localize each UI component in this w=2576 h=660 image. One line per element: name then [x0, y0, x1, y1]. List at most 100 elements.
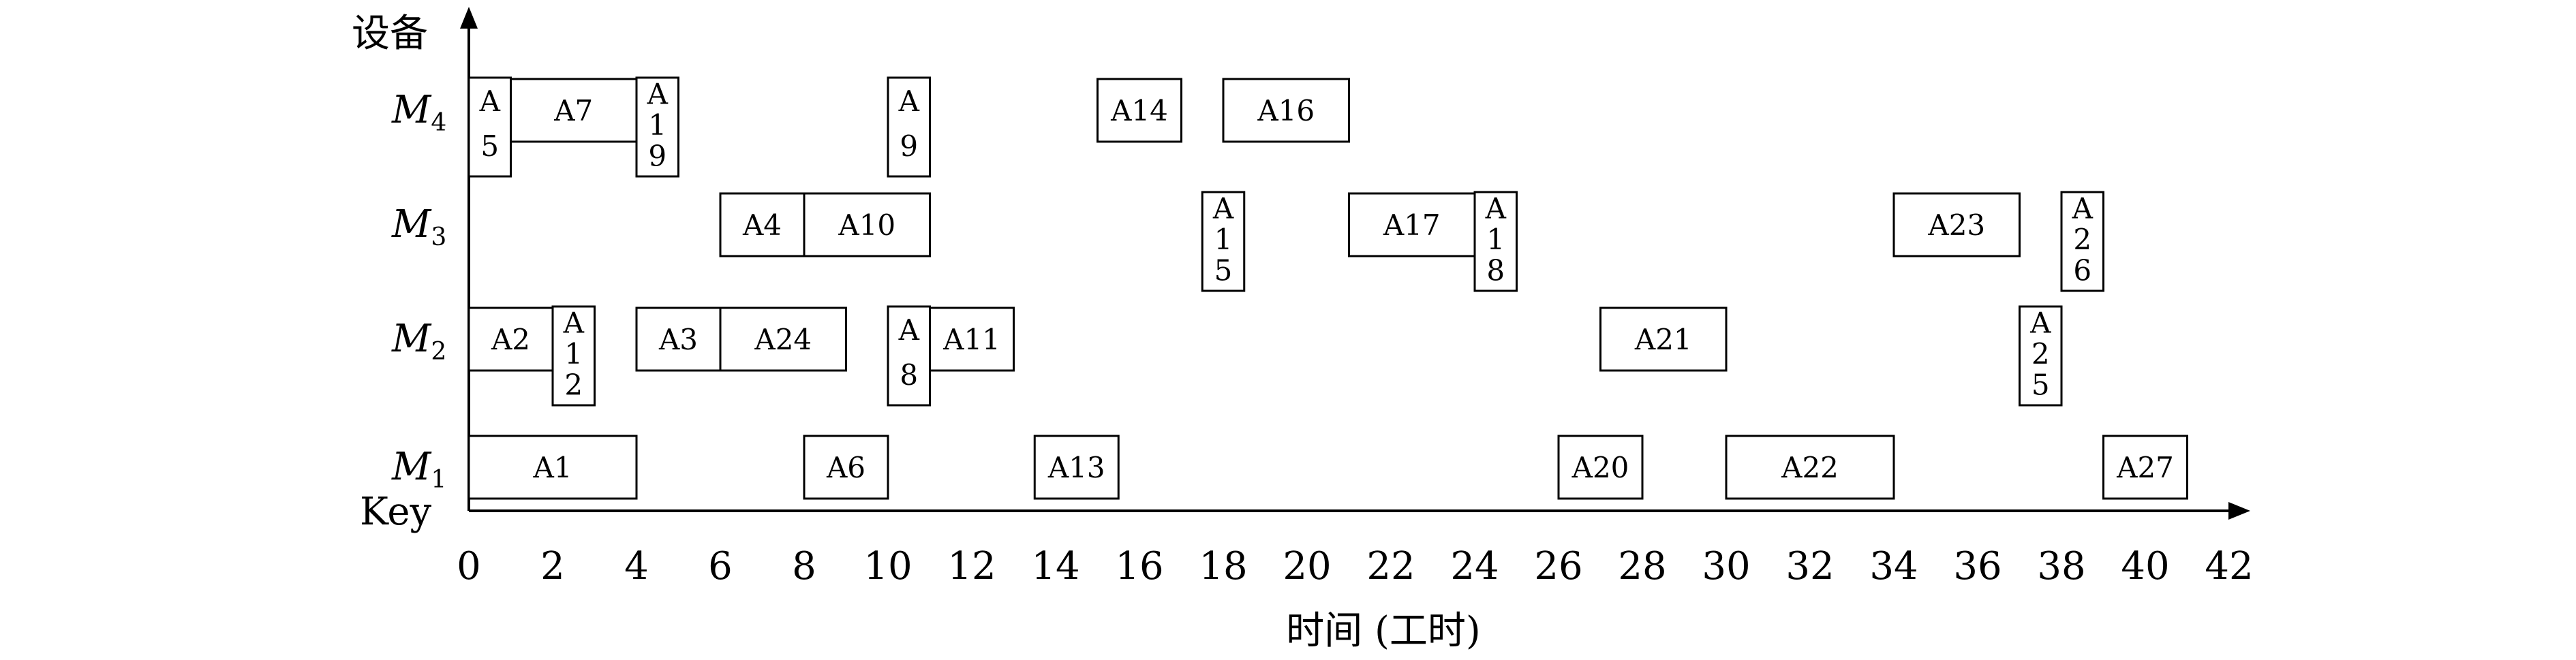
- task-a17: A17: [1348, 192, 1476, 257]
- task-a22: A22: [1725, 435, 1895, 500]
- machine-label-1: M1: [391, 445, 446, 494]
- x-tick-label-14: 14: [1031, 544, 1079, 588]
- x-tick-label-10: 10: [863, 544, 912, 588]
- task-a4: A4: [719, 192, 806, 257]
- task-label: A24: [754, 323, 812, 356]
- task-bar: [551, 305, 596, 407]
- task-a6: A6: [803, 435, 889, 500]
- task-bar: [719, 307, 847, 372]
- task-a23: A23: [1892, 192, 2021, 257]
- task-label: A13: [1047, 451, 1105, 484]
- task-bar: [887, 76, 931, 178]
- task-bar: [467, 435, 638, 500]
- task-a10: A10: [803, 192, 931, 257]
- task-bar: [2060, 191, 2104, 292]
- task-a21: A21: [1599, 307, 1728, 372]
- x-tick-label-38: 38: [2037, 544, 2085, 588]
- task-a20: A20: [1557, 435, 1644, 500]
- task-bar: [1557, 435, 1644, 500]
- task-a11: A11: [929, 307, 1015, 372]
- task-bar: [1473, 191, 1518, 292]
- task-bar: [510, 78, 638, 143]
- x-tick-label-26: 26: [1534, 544, 1582, 588]
- machine-label-2: M2: [391, 317, 446, 366]
- task-a16: A16: [1222, 78, 1350, 143]
- machine-label-3: M3: [391, 202, 446, 251]
- task-label: A7: [553, 94, 593, 127]
- task-bar: [1599, 307, 1728, 372]
- x-tick-label-40: 40: [2121, 544, 2169, 588]
- task-bar: [929, 307, 1015, 372]
- x-tick-label-36: 36: [1953, 544, 2002, 588]
- x-tick-label-12: 12: [947, 544, 996, 588]
- x-tick-label-30: 30: [1702, 544, 1750, 588]
- task-bar: [1725, 435, 1895, 500]
- task-label: A16: [1257, 94, 1315, 127]
- task-bar: [803, 192, 931, 257]
- x-axis-arrow: [2228, 502, 2250, 520]
- y-axis-arrow: [460, 7, 478, 29]
- key-label: Key: [360, 490, 431, 534]
- y-axis-title: 设备: [352, 12, 428, 56]
- x-tick-label-42: 42: [2205, 544, 2253, 588]
- task-bar: [2102, 435, 2188, 500]
- machine-label-4: M4: [391, 88, 446, 137]
- task-label: A4: [742, 208, 782, 242]
- task-label: A20: [1571, 451, 1629, 484]
- task-a3: A3: [635, 307, 722, 372]
- task-bar: [635, 76, 679, 178]
- task-bar: [467, 307, 554, 372]
- x-tick-label-0: 0: [457, 544, 481, 588]
- task-bar: [1222, 78, 1350, 143]
- task-bar: [2019, 305, 2063, 407]
- x-tick-label-8: 8: [792, 544, 816, 588]
- x-tick-label-28: 28: [1618, 544, 1666, 588]
- task-bar: [803, 435, 889, 500]
- task-bar: [1892, 192, 2021, 257]
- task-a13: A13: [1033, 435, 1120, 500]
- task-label: A17: [1383, 208, 1441, 242]
- x-tick-label-34: 34: [1869, 544, 1918, 588]
- task-a24: A24: [719, 307, 847, 372]
- machine-labels: M1 M2 M3 M4: [391, 88, 446, 494]
- x-tick-label-18: 18: [1199, 544, 1247, 588]
- task-a1: A1: [467, 435, 638, 500]
- task-a2: A2: [467, 307, 554, 372]
- task-label: A14: [1110, 94, 1168, 127]
- task-bar: [1033, 435, 1120, 500]
- task-label: A1: [532, 451, 572, 484]
- task-label: A11: [942, 323, 1000, 356]
- task-label: A2: [491, 323, 530, 356]
- task-bar: [1201, 191, 1246, 292]
- task-label: A3: [658, 323, 698, 356]
- task-label: A21: [1634, 323, 1692, 356]
- x-tick-label-22: 22: [1366, 544, 1415, 588]
- task-label: A22: [1781, 451, 1839, 484]
- x-tick-label-4: 4: [624, 544, 649, 588]
- x-axis-title: 时间 (工时): [1286, 609, 1481, 653]
- task-bar: [887, 305, 931, 407]
- task-bar: [719, 192, 806, 257]
- task-bar: [1097, 78, 1182, 143]
- task-label: A6: [826, 451, 865, 484]
